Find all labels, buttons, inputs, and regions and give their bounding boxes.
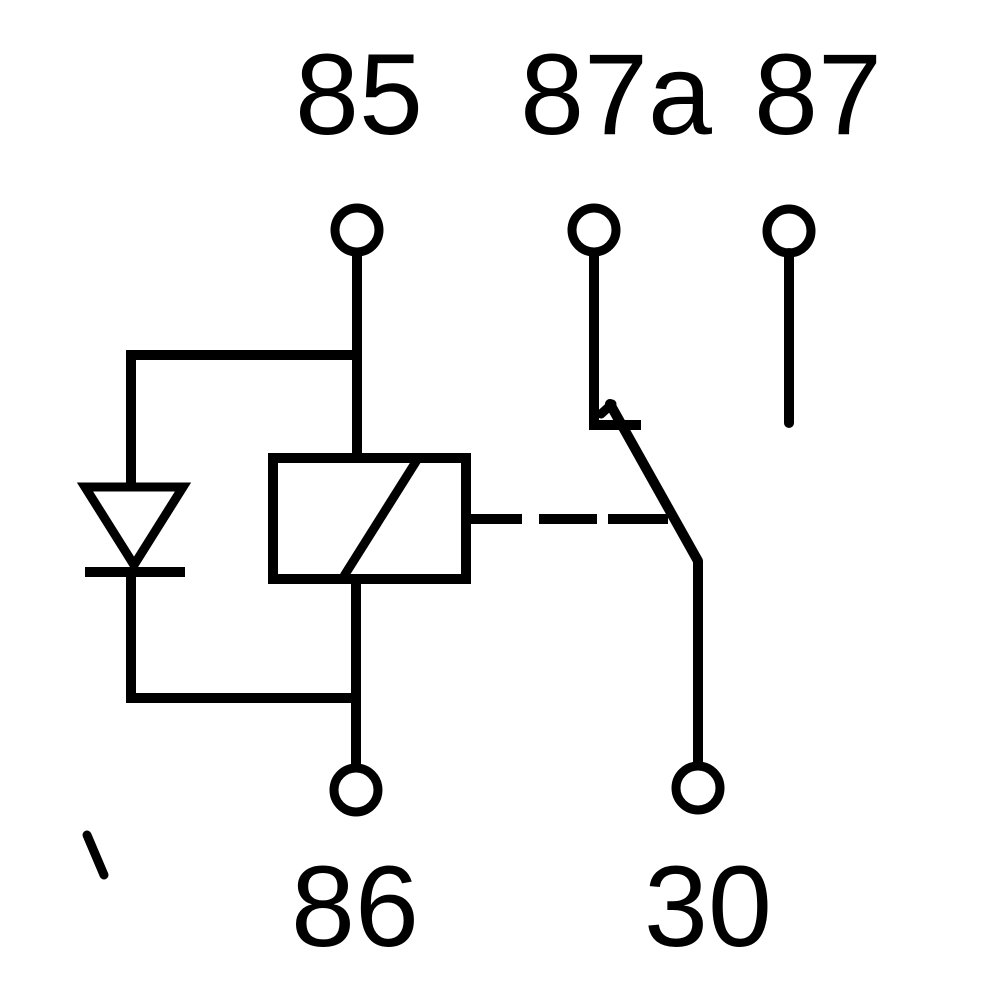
- terminal-85-circle: [330, 203, 384, 257]
- switch-blade-tip-hook: [596, 399, 617, 419]
- terminal-86-circle: [329, 763, 383, 817]
- pin-30-label: 30: [644, 843, 772, 971]
- pin-86-label: 86: [291, 843, 419, 971]
- wire-87a-fixed-contact: [589, 253, 641, 430]
- coil-box: [268, 453, 471, 584]
- switch-blade: [605, 399, 703, 768]
- pin-87a-label: 87a: [520, 31, 712, 159]
- terminal-87a-circle: [567, 203, 621, 257]
- terminal-30-circle: [671, 761, 725, 815]
- stray-mark: [82, 830, 109, 880]
- pin-85-label: 85: [295, 31, 423, 159]
- pin-87-label: 87: [754, 31, 882, 159]
- wire-diode-branch-top: [126, 350, 357, 490]
- terminal-87-circle: [762, 204, 816, 258]
- coil-diagonal: [340, 457, 421, 579]
- diode-triangle: [76, 482, 192, 574]
- wire-diode-branch-bottom: [126, 570, 357, 703]
